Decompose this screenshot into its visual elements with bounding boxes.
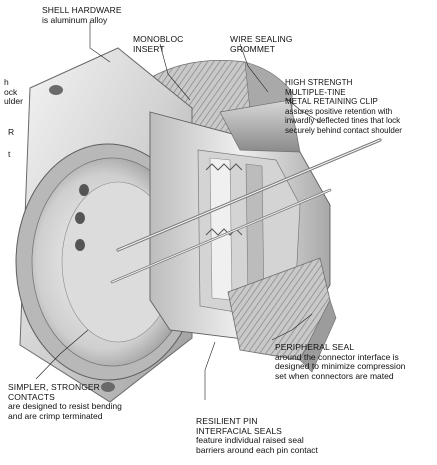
callout-left-fragment-3: t	[8, 149, 11, 160]
callout-title: SIMPLER, STRONGER	[8, 382, 100, 392]
callout-description: barriers around each pin contact	[196, 444, 318, 455]
callout-left-fragment: h ock ulder	[4, 77, 23, 107]
flange-mounting-hole	[101, 382, 115, 392]
callout-title: RESILIENT PIN	[196, 416, 258, 426]
leader-lines	[35, 22, 321, 400]
fragment-line: R	[8, 127, 15, 137]
callout-description: securely behind contact shoulder	[285, 125, 402, 135]
callout-description: set when connectors are mated	[275, 370, 394, 381]
callout-title: WIRE SEALING	[230, 34, 293, 44]
callout-title: HIGH STRENGTH	[285, 78, 353, 87]
callout-left-fragment-2: R	[8, 127, 15, 138]
pin-socket	[79, 184, 89, 196]
callout-description: around the connector interface is	[275, 351, 399, 362]
callout-title: MULTIPLE-TINE	[285, 87, 346, 97]
callout-description: inwardly deflected tines that lock	[285, 116, 401, 125]
callout-shell-hardware: SHELL HARDWARE is aluminum alloy	[42, 5, 122, 25]
callout-description: assures positive retention with	[285, 106, 393, 116]
callout-description: are designed to resist bending	[8, 401, 122, 411]
contact-pins	[110, 138, 382, 284]
callout-pin-seals: RESILIENT PIN INTERFACIAL SEALS feature …	[196, 416, 318, 455]
callout-title: INSERT	[133, 43, 165, 54]
callout-wire-sealing-grommet: WIRE SEALING GROMMET	[230, 34, 293, 54]
callout-title: CONTACTS	[8, 391, 55, 402]
callout-contacts: SIMPLER, STRONGER CONTACTS are designed …	[8, 382, 122, 421]
fragment-line: h	[4, 77, 9, 87]
callout-title: MONOBLOC	[133, 34, 184, 44]
pin-socket	[75, 212, 85, 224]
front-coupling-nut	[227, 257, 337, 373]
fragment-line: ulder	[4, 96, 23, 106]
callout-monobloc-insert: MONOBLOC INSERT	[133, 34, 184, 54]
callout-description: feature individual raised seal	[196, 435, 304, 445]
callout-description: and are crimp terminated	[8, 410, 103, 421]
fragment-line: ock	[4, 86, 18, 97]
callout-description: is aluminum alloy	[42, 14, 108, 25]
fragment-line: t	[8, 149, 11, 159]
callout-title: PERIPHERAL SEAL	[275, 342, 355, 352]
callout-title: INTERFACIAL SEALS	[196, 425, 282, 436]
flange-mounting-hole	[49, 85, 63, 95]
callout-title: GROMMET	[230, 43, 276, 54]
callout-description: designed to minimize compression	[275, 361, 406, 371]
callout-peripheral-seal: PERIPHERAL SEAL around the connector int…	[275, 342, 406, 381]
pin-socket	[75, 239, 85, 251]
callout-retaining-clip: HIGH STRENGTH MULTIPLE-TINE METAL RETAIN…	[285, 78, 402, 135]
callout-title: METAL RETAINING CLIP	[285, 97, 378, 106]
callout-title: SHELL HARDWARE	[42, 5, 122, 15]
